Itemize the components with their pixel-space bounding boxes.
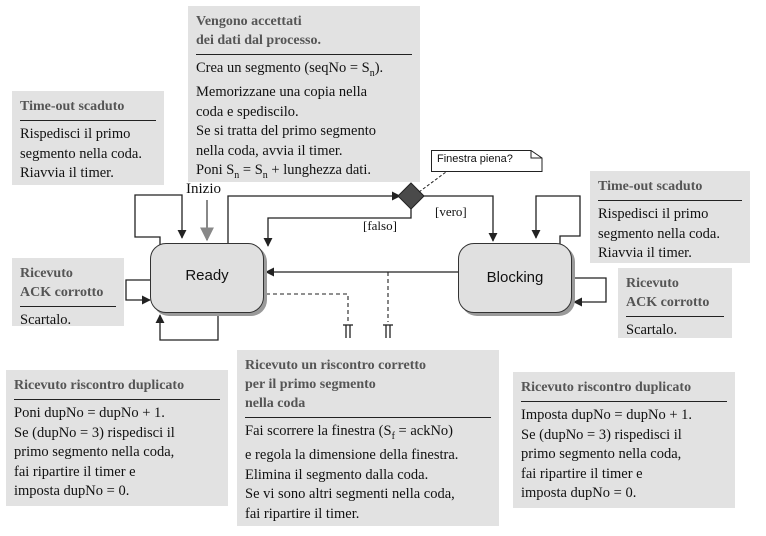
dup-left-line-4: fai ripartire il timer e xyxy=(14,463,136,480)
timeout-left-body: Rispedisci il primo segmento nella coda.… xyxy=(20,125,156,184)
note-outline xyxy=(431,150,543,172)
accept-data-header-line2: dei dati dal processo. xyxy=(196,33,321,48)
dashed-to-ground-1 xyxy=(266,293,349,322)
accept-line-2: Memorizzane una copia nella xyxy=(196,84,368,101)
dup-left-line-5: imposta dupNo = 0. xyxy=(14,483,130,499)
timeout-left-line-2: segmento nella coda. xyxy=(20,145,142,162)
event-symbol-2 xyxy=(383,324,393,338)
timeout-right-line-1: Rispedisci il primo xyxy=(598,206,709,222)
corrupt-right-header: Ricevuto ACK corrotto xyxy=(626,274,724,312)
corrupt-right-body: Scartalo. xyxy=(626,322,678,338)
dup-left-line-3: primo segmento nella coda, xyxy=(14,444,175,460)
dup-right-line-2: Se (dupNo = 3) rispedisci il xyxy=(521,426,682,443)
accept-data-header: Vengono accettati dei dati dal processo. xyxy=(196,12,412,50)
corrupt-right-rule xyxy=(626,316,724,317)
state-ready: Ready xyxy=(150,243,264,313)
accept-line-4: Se si tratta del primo segmento xyxy=(196,123,377,140)
dup-right-line-4: fai ripartire il timer e xyxy=(521,465,643,482)
correct-ack-body: Fai scorrere la finestra (Sf = ackNo) e … xyxy=(245,422,491,524)
correct-ack-header: Ricevuto un riscontro corretto per il pr… xyxy=(245,356,491,413)
correct-ack-header-line2: per il primo segmento xyxy=(245,377,376,392)
timeout-left-rule xyxy=(20,120,156,121)
corrupt-left-header: Ricevuto ACK corrotto xyxy=(20,264,116,302)
accept-data-rule xyxy=(196,54,412,55)
accept-line-5: nella coda, avvia il timer. xyxy=(196,142,343,159)
correct-ack-line-5: fai ripartire il timer. xyxy=(245,505,360,522)
ready-corrupt-loop xyxy=(125,279,152,305)
timeout-right-body: Rispedisci il primo segmento nella coda.… xyxy=(598,205,742,264)
accept-line-1: Crea un segmento (seqNo = Sn). xyxy=(196,60,384,79)
dup-right-line-3: primo segmento nella coda, xyxy=(521,446,682,462)
timeout-right-rule xyxy=(598,200,742,201)
dup-left-rule xyxy=(14,399,220,400)
window-full-note: Finestra piena? xyxy=(431,150,543,172)
ready-dup-loop xyxy=(155,312,219,341)
accept-line-3: coda e spediscilo. xyxy=(196,103,299,120)
timeout-right-line-3: Riavvia il timer. xyxy=(598,245,692,261)
falso-branch-wire xyxy=(263,207,412,247)
correct-ack-box: Ricevuto un riscontro corretto per il pr… xyxy=(237,350,499,526)
dup-left-box: Ricevuto riscontro duplicato Poni dupNo … xyxy=(6,370,228,506)
timeout-right-line-2: segmento nella coda. xyxy=(598,225,720,242)
dup-right-line-1: Imposta dupNo = dupNo + 1. xyxy=(521,407,693,423)
correct-ack-rule xyxy=(245,417,491,418)
dup-right-rule xyxy=(521,401,727,402)
dup-right-body: Imposta dupNo = dupNo + 1. Se (dupNo = 3… xyxy=(521,406,727,504)
state-blocking: Blocking xyxy=(458,243,572,313)
corrupt-right-box: Ricevuto ACK corrotto Scartalo. xyxy=(618,268,732,338)
correct-ack-header-line3: nella coda xyxy=(245,396,306,411)
note-dashed-line xyxy=(418,171,447,193)
decision-diamond xyxy=(397,182,425,210)
accept-data-box: Vengono accettati dei dati dal processo.… xyxy=(188,6,420,182)
timeout-left-header: Time-out scaduto xyxy=(20,99,125,114)
correct-ack-line-2: e regola la dimensione della finestra. xyxy=(245,447,459,464)
accept-line-6: Poni Sn = Sn + lunghezza dati. xyxy=(196,162,371,182)
corrupt-left-body: Scartalo. xyxy=(20,312,72,328)
blocking-timeout-loop xyxy=(531,195,581,245)
corrupt-left-header-line2: ACK corrotto xyxy=(20,285,104,300)
corrupt-right-header-line1: Ricevuto xyxy=(626,276,679,291)
dup-right-header: Ricevuto riscontro duplicato xyxy=(521,380,692,395)
ready-timeout-loop xyxy=(134,194,187,245)
timeout-left-box: Time-out scaduto Rispedisci il primo seg… xyxy=(12,91,164,185)
corrupt-left-rule xyxy=(20,306,116,307)
vero-branch-wire xyxy=(422,195,498,242)
corrupt-right-header-line2: ACK corrotto xyxy=(626,295,710,310)
correct-ack-line-3: Elimina il segmento dalla coda. xyxy=(245,466,429,483)
dup-left-line-2: Se (dupNo = 3) rispedisci il xyxy=(14,424,175,441)
start-label: Inizio xyxy=(186,181,221,197)
accept-data-header-line1: Vengono accettati xyxy=(196,14,302,29)
accept-data-body: Crea un segmento (seqNo = Sn). Memorizza… xyxy=(196,59,412,186)
vero-label: [vero] xyxy=(435,204,467,219)
event-symbol-1 xyxy=(343,324,353,338)
window-full-label: Finestra piena? xyxy=(437,153,513,165)
corrupt-left-box: Ricevuto ACK corrotto Scartalo. xyxy=(12,258,124,328)
timeout-right-box: Time-out scaduto Rispedisci il primo seg… xyxy=(590,171,750,263)
state-ready-label: Ready xyxy=(185,266,229,284)
falso-label: [falso] xyxy=(363,218,397,233)
correct-ack-line-4: Se vi sono altri segmenti nella coda, xyxy=(245,486,455,503)
dup-left-header: Ricevuto riscontro duplicato xyxy=(14,378,185,393)
dup-right-box: Ricevuto riscontro duplicato Imposta dup… xyxy=(513,372,735,508)
ready-to-decision-wire xyxy=(227,191,401,243)
blocking-corrupt-loop xyxy=(572,277,607,307)
timeout-left-line-1: Rispedisci il primo xyxy=(20,126,131,142)
timeout-left-line-3: Riavvia il timer. xyxy=(20,165,114,181)
dup-left-body: Poni dupNo = dupNo + 1. Se (dupNo = 3) r… xyxy=(14,404,220,502)
correct-ack-header-line1: Ricevuto un riscontro corretto xyxy=(245,358,427,373)
state-blocking-label: Blocking xyxy=(486,268,544,286)
dup-left-line-1: Poni dupNo = dupNo + 1. xyxy=(14,405,165,421)
correct-ack-line-1: Fai scorrere la finestra (Sf = ackNo) xyxy=(245,423,454,442)
timeout-right-header: Time-out scaduto xyxy=(598,179,703,194)
corrupt-left-header-line1: Ricevuto xyxy=(20,266,73,281)
dup-right-line-5: imposta dupNo = 0. xyxy=(521,485,637,501)
